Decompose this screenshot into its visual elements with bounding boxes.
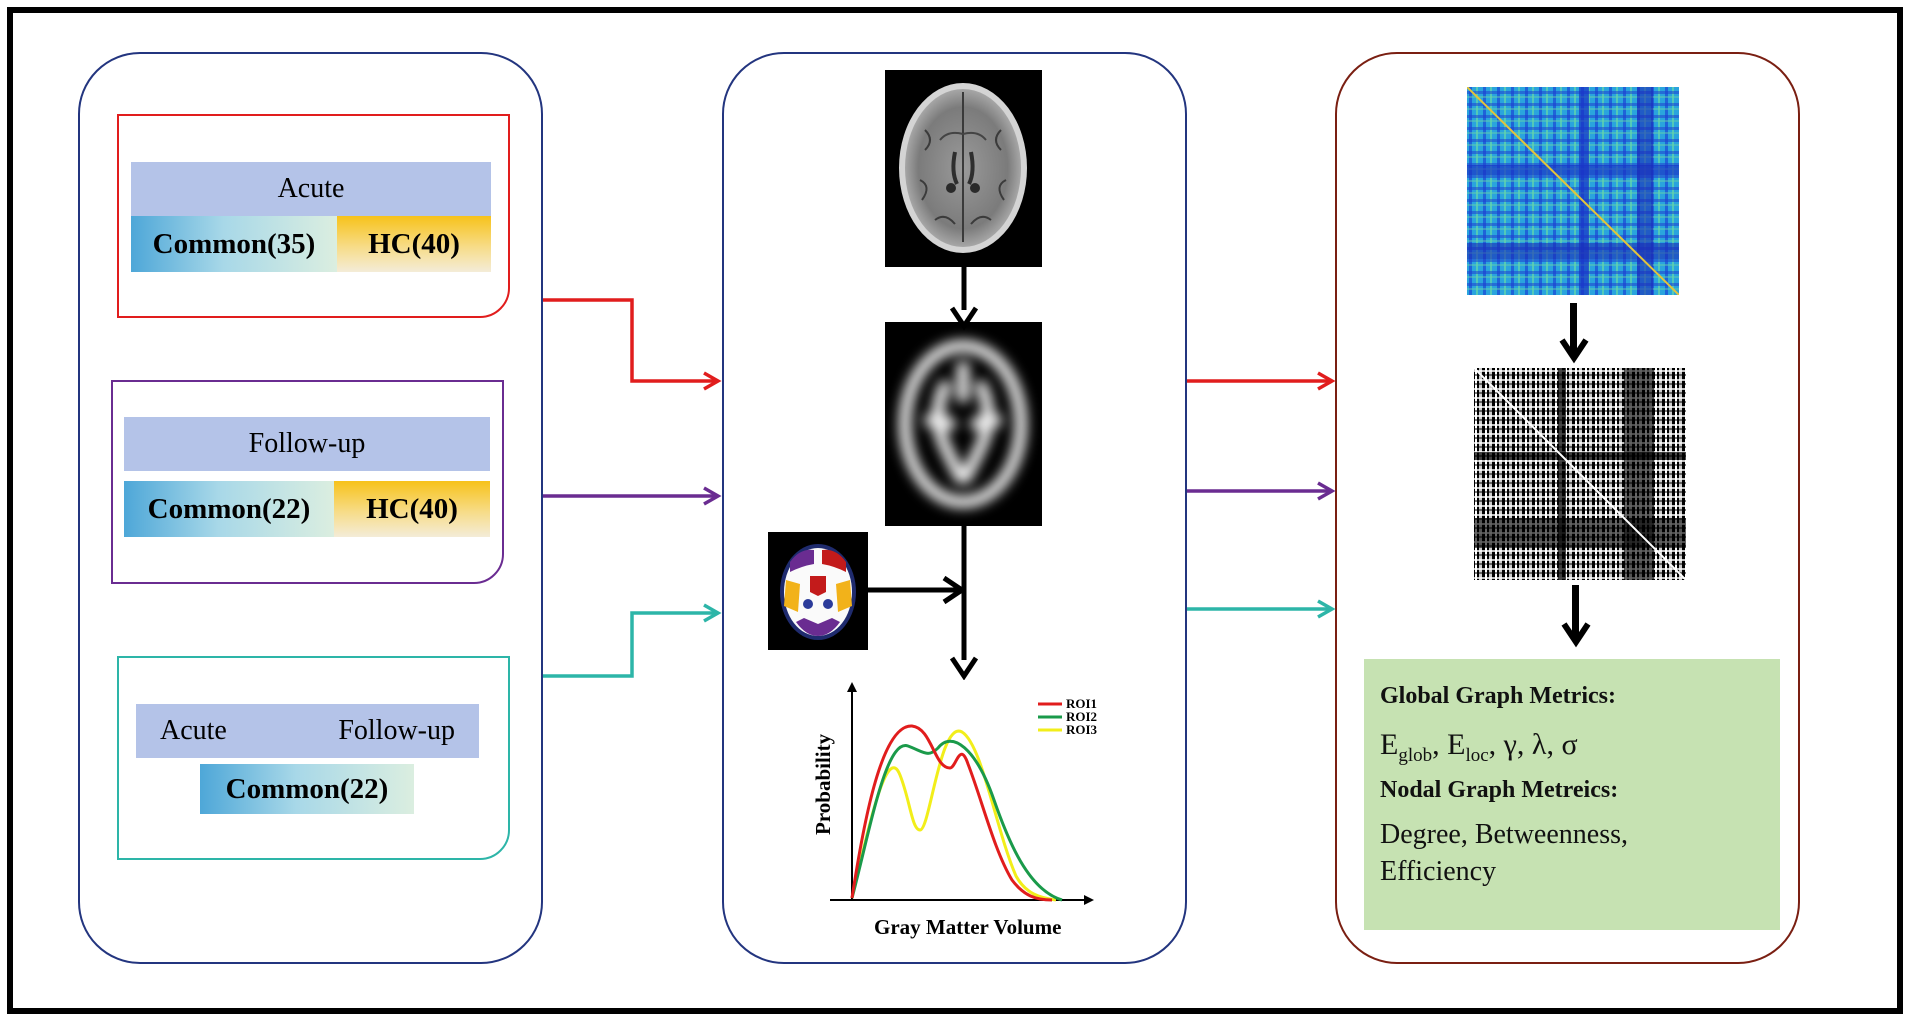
longitudinal-followup-label: Follow-up [338, 715, 455, 746]
legend-roi2: ROI2 [1066, 709, 1097, 724]
longitudinal-connector [543, 611, 716, 678]
roi2-curve [850, 739, 1063, 902]
t1-mri-image [885, 70, 1042, 267]
longitudinal-common-cell: Common(22) [200, 764, 414, 814]
plot-y-label: Probability [811, 733, 835, 835]
followup-title-band: Follow-up [124, 417, 490, 471]
smoothed-gray-matter-image [885, 322, 1042, 526]
metric-lambda: λ [1531, 728, 1547, 761]
global-metrics-list: Eglob, Eloc, γ, λ, σ [1380, 728, 1578, 766]
longitudinal-group-box [117, 656, 510, 860]
acute-hc-cell: HC(40) [337, 216, 491, 272]
roi-atlas-image [768, 532, 868, 650]
gm-probability-plot: ROI1 ROI2 ROI3 Probability Gray Matter V… [811, 682, 1098, 939]
metric-gamma: γ [1503, 728, 1517, 761]
global-metrics-title: Global Graph Metrics: [1380, 683, 1616, 709]
longitudinal-title-band: Acute Follow-up [136, 704, 479, 758]
metric-sigma: σ [1561, 728, 1578, 761]
binary-arrowhead [1561, 622, 1591, 648]
middle-flow-arrows [868, 266, 979, 680]
binary-down-arrow [1572, 585, 1579, 637]
nodal-metrics-line2: Efficiency [1380, 856, 1497, 888]
acute-common-cell: Common(35) [131, 216, 337, 272]
binary-matrix-image [1474, 368, 1686, 580]
graph-metrics-box: Global Graph Metrics: Eglob, Eloc, γ, λ,… [1364, 659, 1780, 930]
metric-eloc: Eloc [1447, 728, 1489, 766]
matrix-down-arrow [1570, 303, 1577, 353]
followup-hc-cell: HC(40) [334, 481, 490, 537]
followup-group-box [111, 380, 504, 584]
longitudinal-acute-label: Acute [160, 715, 227, 746]
acute-group-box [117, 114, 510, 318]
plot-x-label: Gray Matter Volume [874, 915, 1061, 939]
acute-connector [543, 298, 716, 383]
nodal-metrics-line1: Degree, Betweenness, [1380, 818, 1629, 850]
legend-roi1: ROI1 [1066, 696, 1097, 711]
figure-frame [7, 7, 1903, 1014]
legend-roi3: ROI3 [1066, 722, 1098, 737]
followup-common-cell: Common(22) [124, 481, 334, 537]
roi1-curve [850, 724, 1053, 902]
metric-eglob: Eglob [1380, 728, 1433, 766]
plot-legend: ROI1 ROI2 ROI3 [1038, 696, 1098, 737]
correlation-matrix-image [1467, 87, 1679, 295]
nodal-metrics-title: Nodal Graph Metreics: [1380, 776, 1619, 803]
matrix-arrowhead [1559, 338, 1589, 364]
acute-title-band: Acute [131, 162, 491, 216]
